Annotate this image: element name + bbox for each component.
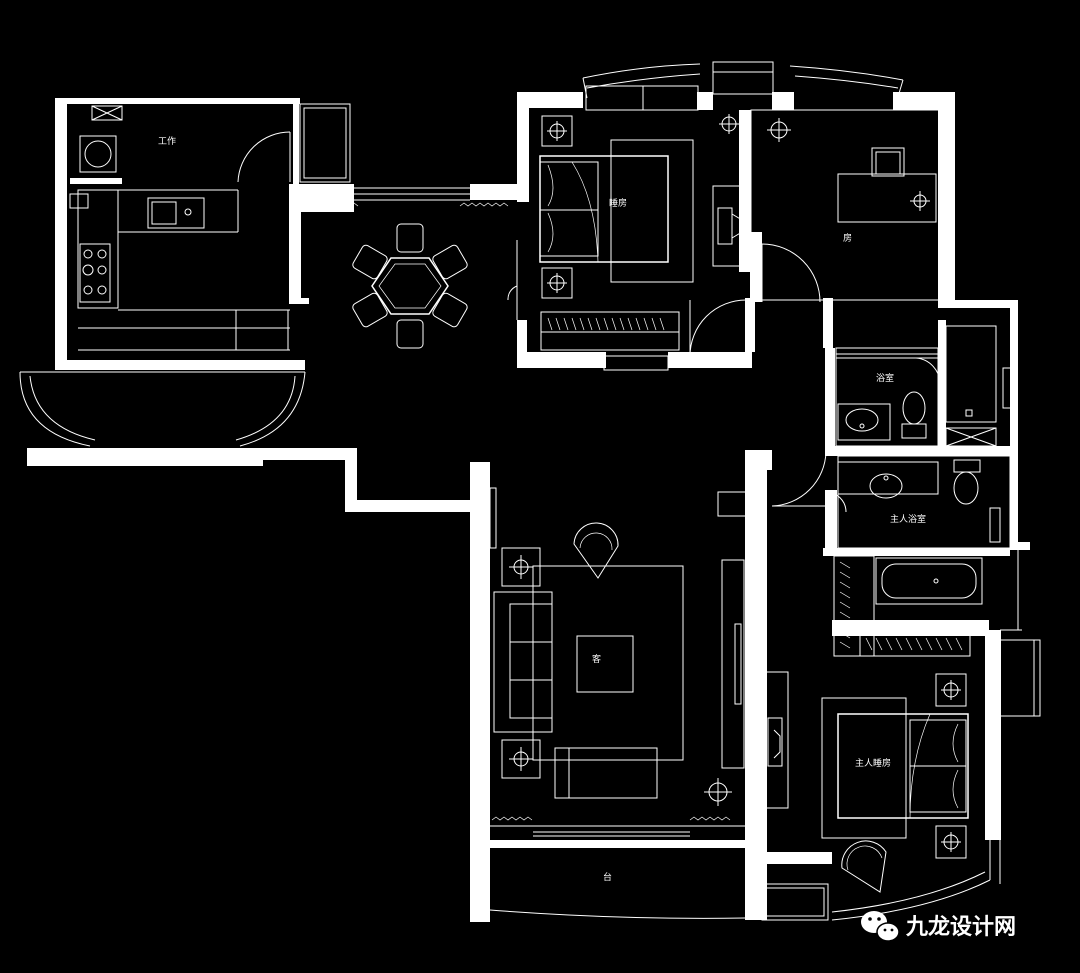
windows: [19, 61, 1041, 921]
living-room: [489, 487, 747, 827]
label-living: 客: [592, 653, 601, 665]
master-bedroom: [761, 671, 969, 921]
wechat-icon: [861, 911, 900, 942]
label-bathroom: 浴室: [876, 372, 894, 384]
bedroom-1: [539, 85, 747, 371]
master-bathroom: [771, 451, 1011, 657]
walls: [27, 92, 1030, 922]
label-balcony: 台: [603, 871, 612, 883]
label-master-bedroom: 主人睡房: [855, 757, 891, 769]
study-room: [750, 109, 940, 303]
label-room: 房: [843, 232, 852, 244]
kitchen: [69, 105, 291, 351]
label-master-bathroom: 主人浴室: [890, 513, 926, 525]
dining-set: [309, 202, 518, 349]
watermark-text: 九龙设计网: [905, 915, 1016, 940]
room-labels: 工作 睡房 房 浴室 主人浴室 客 主人睡房 台: [158, 135, 926, 883]
watermark: 九龙设计网: [861, 911, 1016, 942]
label-work: 工作: [158, 135, 176, 147]
label-bedroom: 睡房: [609, 197, 627, 209]
bathroom: [835, 325, 997, 447]
